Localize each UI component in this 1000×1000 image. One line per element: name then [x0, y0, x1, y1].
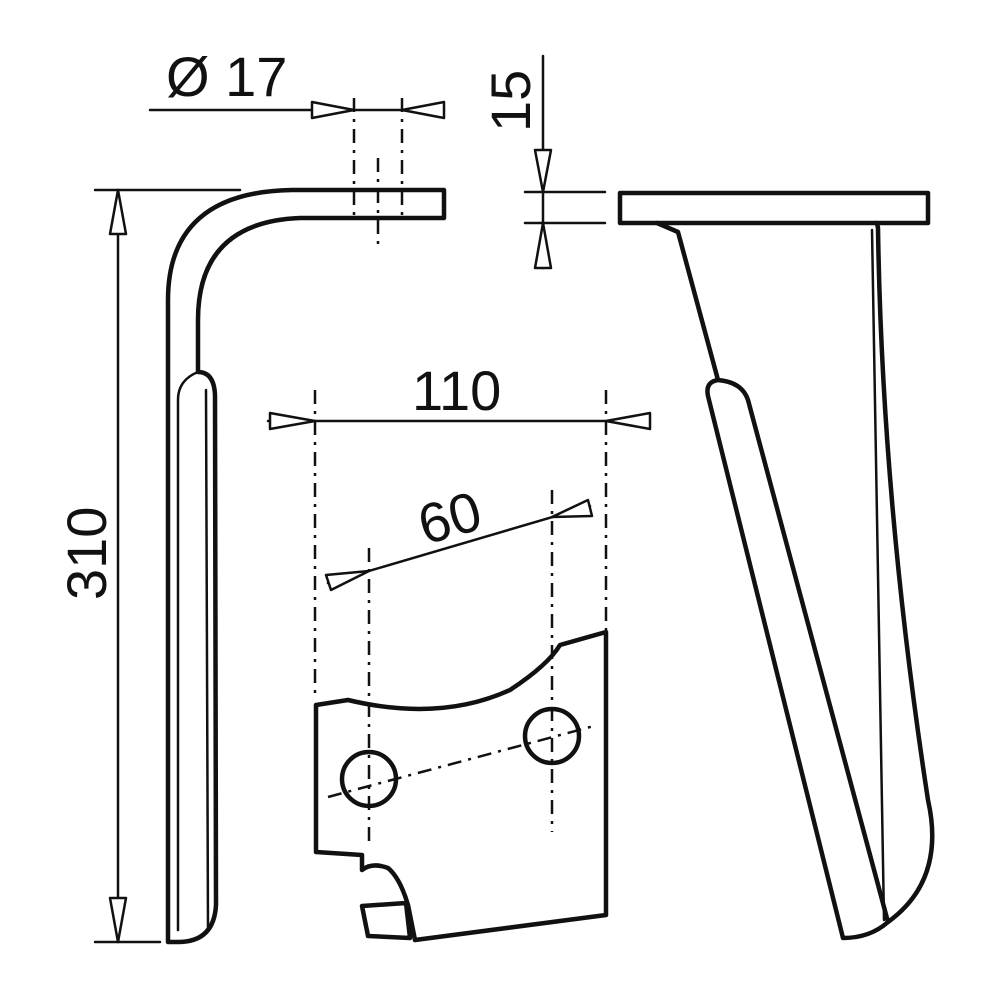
profile-top-plate: [617, 190, 931, 226]
height-dimension: 310: [55, 188, 242, 944]
hole-spacing-dimension-line: [326, 504, 592, 585]
diameter-arrow-right: [400, 100, 446, 120]
side-view-outline: [165, 187, 447, 945]
hole-spacing-arrow-right: [550, 498, 594, 519]
profile-view: [617, 190, 935, 941]
height-arrow-top: [108, 188, 128, 236]
hole-spacing-label: 60: [411, 479, 488, 557]
side-view-inner-edge: [204, 388, 210, 932]
front-view: [313, 390, 609, 943]
diameter-dimension: Ø 17: [148, 45, 446, 120]
width-arrow-right: [604, 411, 652, 431]
hole-axis-line: [327, 724, 595, 799]
width-arrow-left: [268, 411, 317, 431]
thickness-label: 15: [479, 70, 542, 132]
side-view: [165, 98, 447, 945]
thickness-dimension: 15: [479, 54, 607, 270]
front-view-notch-tab: [359, 900, 413, 941]
height-arrow-bottom: [108, 896, 128, 944]
side-view-blade-edge: [176, 370, 200, 932]
height-label: 310: [55, 507, 118, 600]
profile-view-outline: [654, 220, 935, 941]
profile-inner-edge: [870, 228, 886, 922]
thickness-arrow-bottom: [533, 221, 553, 270]
width-dimension: 110: [266, 359, 652, 431]
diameter-label: Ø 17: [166, 45, 287, 108]
width-label: 110: [412, 359, 501, 422]
hole-spacing-arrow-left: [324, 569, 371, 592]
front-view-outline: [313, 629, 609, 943]
thickness-arrow-top: [533, 148, 553, 194]
diameter-arrow-left: [310, 100, 356, 120]
